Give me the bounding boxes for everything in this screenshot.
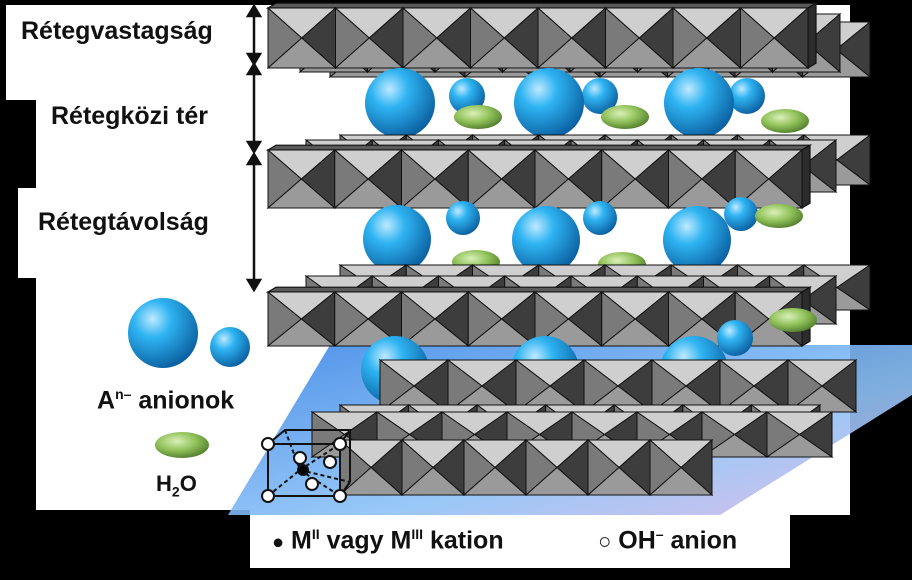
dimension-arrows xyxy=(245,3,263,293)
interlayer-space-label: Rétegközi tér xyxy=(51,102,208,130)
oh-sup: – xyxy=(655,526,664,542)
water-molecule xyxy=(761,109,809,133)
water-label: H2O xyxy=(156,471,197,499)
anion-sphere xyxy=(582,78,618,114)
octahedral-layer xyxy=(338,438,714,497)
water-molecule xyxy=(769,308,817,332)
anion-sphere xyxy=(449,78,485,114)
layer-thickness-label: Rétegvastagság xyxy=(21,17,213,45)
water-base: H xyxy=(156,471,172,496)
water-molecule xyxy=(601,105,649,129)
octahedral-layer xyxy=(378,358,858,414)
anion-sphere xyxy=(717,320,753,356)
anion-sphere xyxy=(583,201,617,235)
unit-cell-nodes xyxy=(261,437,347,503)
cation-word: kation xyxy=(423,526,504,555)
water-molecule xyxy=(454,105,502,129)
anions-word: anionok xyxy=(131,386,235,415)
anion-sphere xyxy=(365,68,435,138)
cation-legend-label: ● MII vagy MIII kation xyxy=(272,526,504,555)
oh-prefix: OH xyxy=(611,526,656,555)
anion-large-sphere-icon xyxy=(128,298,198,368)
octahedral-layer xyxy=(265,286,813,348)
anion-sphere xyxy=(724,197,758,231)
cation-bullet-icon: ● xyxy=(272,531,285,554)
oh-bullet-icon: ○ xyxy=(598,528,612,554)
water-end: O xyxy=(179,471,197,496)
anions-charge: n– xyxy=(115,386,132,402)
oh-word: anion xyxy=(663,526,738,555)
cation-sup-ii: II xyxy=(311,526,320,542)
cation-sup-iii: III xyxy=(411,526,424,542)
water-molecule xyxy=(755,204,803,228)
layer-distance-label: Rétegtávolság xyxy=(38,208,209,236)
anions-label: An– anionok xyxy=(97,386,234,415)
oh-anion-legend-label: ○ OH– anion xyxy=(598,526,737,555)
anion-sphere xyxy=(363,205,431,273)
water-sub: 2 xyxy=(171,483,180,500)
octahedral-layer xyxy=(265,144,813,210)
anions-prefix: A xyxy=(97,386,116,415)
octahedral-layers xyxy=(265,2,872,497)
anion-sphere xyxy=(663,206,731,274)
anion-small-sphere-icon xyxy=(210,327,250,367)
anion-sphere xyxy=(514,68,584,138)
anion-sphere xyxy=(446,201,480,235)
octahedral-layer xyxy=(265,2,819,70)
anion-sphere xyxy=(512,206,580,274)
cation-prefix: M xyxy=(284,526,312,555)
anion-sphere xyxy=(664,68,734,138)
cation-middle: vagy M xyxy=(319,526,412,555)
water-ellipse-icon xyxy=(155,432,209,458)
anion-sphere xyxy=(729,78,765,114)
